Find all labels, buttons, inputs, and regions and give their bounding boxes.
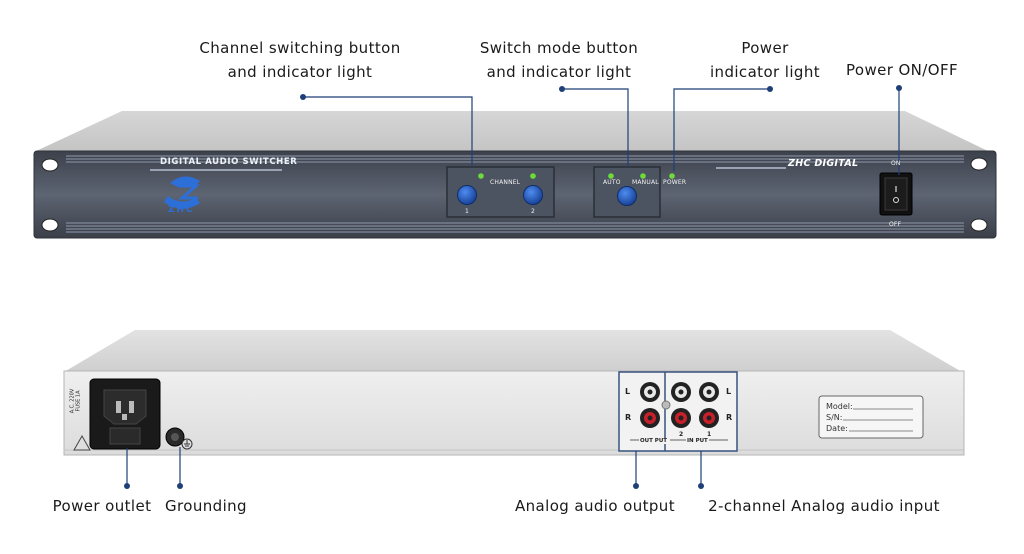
brand-name: ZHC DIGITAL [788, 158, 859, 169]
ac-label: A.C. 220V [69, 388, 76, 414]
channel-1-led [478, 173, 484, 179]
callout-channel-line2: and indicator light [227, 63, 373, 81]
device-title: DIGITAL AUDIO SWITCHER [160, 157, 298, 167]
manual-label: MANUAL [632, 179, 659, 186]
input-2-label: 2 [679, 431, 684, 438]
callout-channel-line1: Channel switching button [199, 39, 401, 57]
leader-dots [124, 85, 902, 489]
output-label: OUT PUT [639, 438, 669, 444]
callout-channel-button: Channel switching button and indicator l… [194, 36, 406, 84]
auto-label: AUTO [603, 179, 621, 186]
mount-hole-bl [41, 218, 59, 232]
callout-analog-input: 2-channel Analog audio input [708, 497, 940, 515]
callout-switch-mode: Switch mode button and indicator light [470, 36, 648, 84]
rca-output-l-jack [640, 382, 660, 402]
callout-mode-line1: Switch mode button [479, 39, 639, 57]
switch-on-label: ON [891, 160, 901, 167]
grounding-post [165, 427, 185, 447]
rear-unit [63, 330, 965, 456]
output-r-label: R [625, 413, 632, 422]
rear-panel [63, 370, 965, 456]
power-switch-off-mark [893, 197, 899, 203]
date-label: Date: [826, 424, 848, 433]
channel-label: CHANNEL [490, 179, 521, 186]
callout-analog-output: Analog audio output [514, 497, 675, 515]
output-l-label: L [625, 387, 631, 396]
front-unit [33, 111, 997, 239]
front-unit-top [34, 111, 990, 152]
sn-label: S/N: [826, 413, 843, 422]
power-outlet-socket [89, 378, 161, 450]
rca-input1-l-jack [699, 382, 719, 402]
auto-led [608, 173, 614, 179]
rca-center-screw [661, 400, 671, 410]
mount-hole-tr [970, 157, 988, 171]
input-l-label: L [726, 387, 732, 396]
callout-mode-line2: and indicator light [486, 63, 632, 81]
input-label: IN PUT [686, 438, 709, 444]
mount-hole-tl [41, 158, 59, 172]
channel-2-label: 2 [531, 208, 536, 215]
input-1-label: 1 [707, 431, 712, 438]
leader-mode [562, 88, 629, 167]
leader-lines [126, 88, 900, 486]
rca-input2-r-jack [671, 408, 691, 428]
leader-channel [303, 96, 473, 167]
input-r-label: R [726, 413, 733, 422]
rca-input1-r-jack [699, 408, 719, 428]
power-led [669, 173, 675, 179]
callout-power-led-line2: indicator light [709, 63, 821, 81]
panel-stripes [66, 155, 964, 233]
rca-input2-l-jack [671, 382, 691, 402]
callout-power-led-line1: Power [741, 39, 789, 57]
channel-1-label: 1 [465, 208, 470, 215]
title-underline [150, 169, 282, 171]
logo-text: ZHC [168, 205, 195, 215]
brand-underline [716, 167, 786, 169]
fuse-label: FUSE 1A [75, 390, 82, 412]
channel-2-led [530, 173, 536, 179]
callout-grounding: Grounding [165, 497, 247, 515]
manual-led [640, 173, 646, 179]
ground-symbol-icon [181, 438, 193, 450]
label-plate [818, 395, 924, 439]
rear-unit-top [64, 330, 962, 372]
warning-icon [73, 434, 91, 451]
leader-power-led [673, 88, 770, 171]
power-switch-rocker[interactable] [884, 177, 908, 211]
mount-hole-br [970, 218, 988, 232]
model-label: Model: [826, 402, 853, 411]
callout-power-indicator: Power indicator light [700, 36, 830, 84]
mode-button[interactable] [617, 186, 637, 206]
zhc-logo-icon [164, 176, 201, 209]
power-led-label: POWER [663, 179, 687, 186]
channel-2-button[interactable] [523, 185, 543, 205]
channel-1-button[interactable] [457, 185, 477, 205]
callout-power-switch: Power ON/OFF [845, 61, 959, 79]
rca-output-r-jack [640, 408, 660, 428]
switch-off-label: OFF [889, 221, 902, 228]
callout-power-outlet: Power outlet [52, 497, 152, 515]
